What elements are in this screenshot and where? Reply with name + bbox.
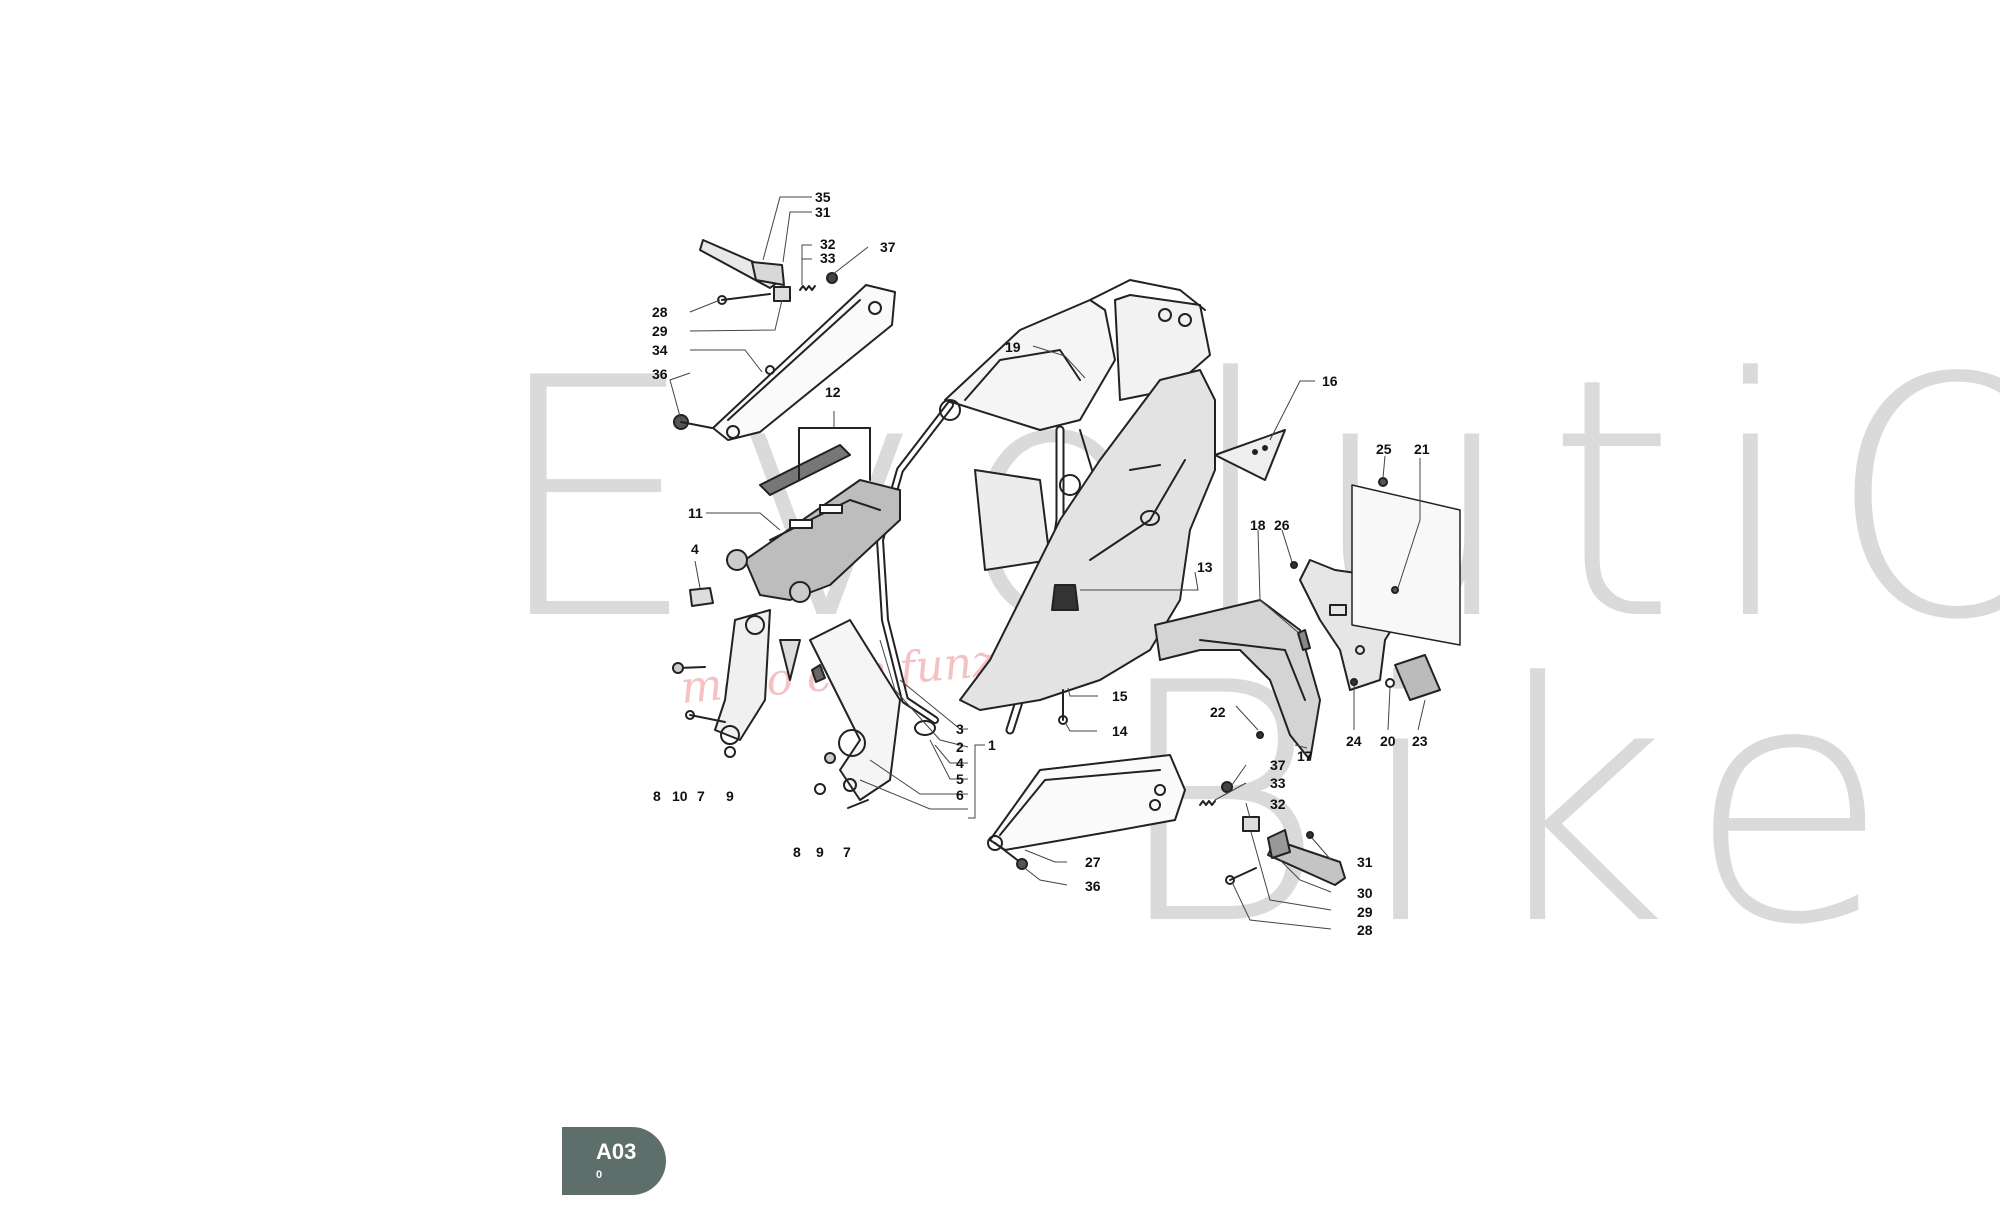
rear-fender-undertray — [959, 369, 1216, 711]
right-passenger-footrest-bracket — [987, 754, 1186, 851]
grommet-2 — [914, 720, 936, 736]
callout-24: 24 — [1346, 733, 1362, 749]
screw-25 — [1378, 477, 1388, 487]
page-badge-revision: 0 — [596, 1169, 603, 1181]
callout-4: 4 — [691, 541, 699, 557]
callout-32: 32 — [820, 236, 836, 252]
callout-31b: 31 — [1357, 854, 1373, 870]
callout-27: 27 — [1085, 854, 1101, 870]
callout-37b: 37 — [1270, 757, 1286, 773]
bolt-14-15 — [1058, 689, 1068, 725]
left-bush-29 — [773, 286, 791, 302]
nut-22 — [1256, 731, 1264, 739]
callout-26: 26 — [1274, 517, 1290, 533]
callout-5: 5 — [956, 771, 964, 787]
callout-30: 30 — [1357, 885, 1373, 901]
callout-14: 14 — [1112, 723, 1128, 739]
callout-37: 37 — [880, 239, 896, 255]
callout-2: 2 — [956, 739, 964, 755]
callout-20: 20 — [1380, 733, 1396, 749]
callout-23: 23 — [1412, 733, 1428, 749]
callout-3: 3 — [956, 721, 964, 737]
right-footpeg — [1267, 829, 1346, 886]
callout-11: 11 — [688, 505, 703, 521]
callout-6: 6 — [956, 787, 964, 803]
right-spring-32-33 — [1199, 800, 1216, 806]
callout-10: 10 — [672, 788, 688, 804]
callout-17: 17 — [1297, 748, 1313, 764]
stud-3 — [811, 664, 826, 683]
callout-8a: 8 — [653, 788, 661, 804]
callout-9b: 9 — [816, 844, 824, 860]
license-plate — [1351, 484, 1461, 646]
page-badge-code: A03 — [596, 1139, 637, 1164]
left-spring-32-33 — [799, 285, 816, 291]
callout-21: 21 — [1414, 441, 1430, 457]
callout-34: 34 — [652, 342, 668, 358]
rubber-buffer-4 — [689, 587, 714, 607]
callout-33: 33 — [820, 250, 836, 266]
leader-lines — [669, 196, 1426, 930]
washer-9-left — [724, 746, 736, 758]
screw-21 — [1391, 586, 1399, 594]
reflector-23 — [1394, 654, 1441, 701]
washer-20 — [1385, 678, 1395, 688]
callout-18: 18 — [1250, 517, 1266, 533]
left-footpeg — [699, 239, 785, 289]
right-screw-37 — [1221, 781, 1233, 793]
callout-22: 22 — [1210, 704, 1226, 720]
callout-1: 1 — [988, 737, 996, 753]
license-plate-holder — [1154, 599, 1321, 761]
callout-28b: 28 — [1357, 922, 1373, 938]
rubber-plug — [1051, 584, 1079, 611]
callout-29b: 29 — [1357, 904, 1373, 920]
callout-15: 15 — [1112, 688, 1128, 704]
right-bush-29 — [1242, 816, 1260, 832]
bolt-7-right — [847, 799, 869, 809]
callout-33b: 33 — [1270, 775, 1286, 791]
battery-tray — [726, 479, 901, 603]
callout-35: 35 — [815, 189, 831, 205]
nut-8-right — [824, 752, 836, 764]
nut-26 — [1290, 561, 1298, 569]
callout-31: 31 — [815, 204, 831, 220]
right-ball-31 — [1306, 831, 1314, 839]
triangle-bracket-16 — [1214, 429, 1286, 481]
bolt-8-left — [672, 662, 706, 674]
washer-9-right — [814, 783, 826, 795]
callout-8b: 8 — [793, 844, 801, 860]
right-pin-28 — [1225, 867, 1257, 885]
left-side-linkage — [714, 609, 901, 801]
callout-16: 16 — [1322, 373, 1338, 389]
battery-strap — [759, 444, 851, 496]
callout-28: 28 — [652, 304, 668, 320]
page-badge: A03 0 — [562, 1127, 666, 1195]
callout-7a: 7 — [697, 788, 705, 804]
watermark-line2: Bike — [1110, 613, 1921, 997]
callout-32b: 32 — [1270, 796, 1286, 812]
callout-19: 19 — [1005, 339, 1021, 355]
callout-36: 36 — [652, 366, 668, 382]
callout-9a: 9 — [726, 788, 734, 804]
callout-12: 12 — [825, 384, 841, 400]
nut-24 — [1350, 678, 1358, 686]
callout-25: 25 — [1376, 441, 1392, 457]
callout-29: 29 — [652, 323, 668, 339]
bolt-7-left — [685, 710, 726, 723]
left-pin-28 — [717, 293, 771, 305]
stud-18 — [1297, 629, 1311, 651]
left-screw-37 — [826, 272, 838, 284]
left-passenger-footrest-bracket — [712, 284, 896, 441]
callout-13: 13 — [1197, 559, 1213, 575]
callout-7b: 7 — [843, 844, 851, 860]
callout-4b: 4 — [956, 755, 964, 771]
callout-36b: 36 — [1085, 878, 1101, 894]
right-screw-36 — [994, 842, 1028, 870]
